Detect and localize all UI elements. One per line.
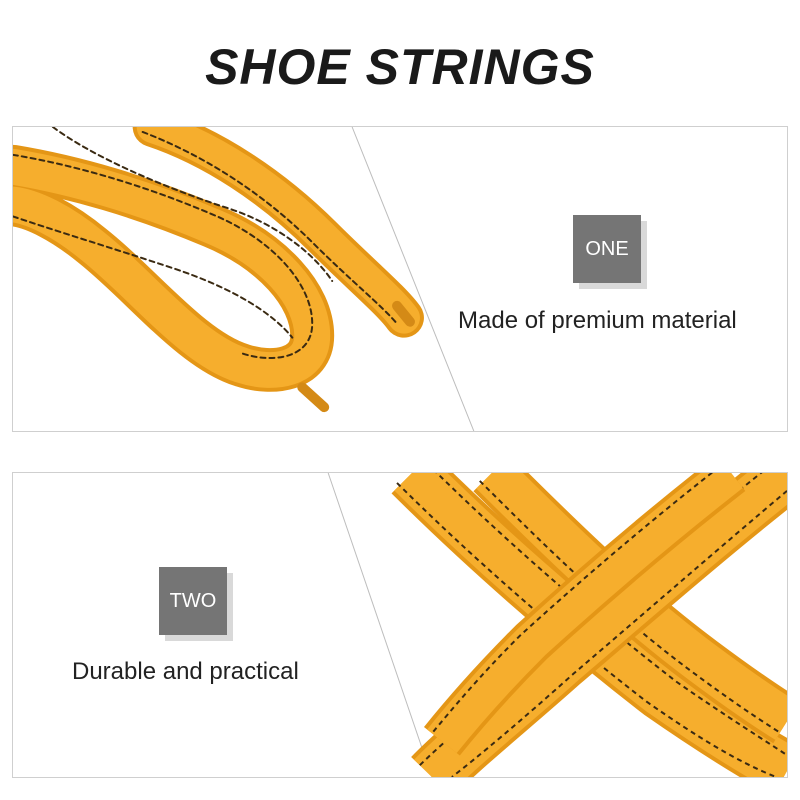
feature-panel-one: ONE Made of premium material bbox=[12, 126, 788, 432]
step-badge-two: TWO bbox=[159, 567, 227, 635]
step-badge-one: ONE bbox=[573, 215, 641, 283]
feature-panel-two: TWO Durable and practical bbox=[12, 472, 788, 778]
shoelace-loop-photo-icon bbox=[13, 127, 787, 431]
feature-caption-two: Durable and practical bbox=[72, 658, 299, 685]
feature-caption-one: Made of premium material bbox=[458, 307, 737, 334]
page-title: SHOE STRINGS bbox=[205, 39, 595, 95]
shoelace-crossed-photo-icon bbox=[13, 473, 787, 777]
